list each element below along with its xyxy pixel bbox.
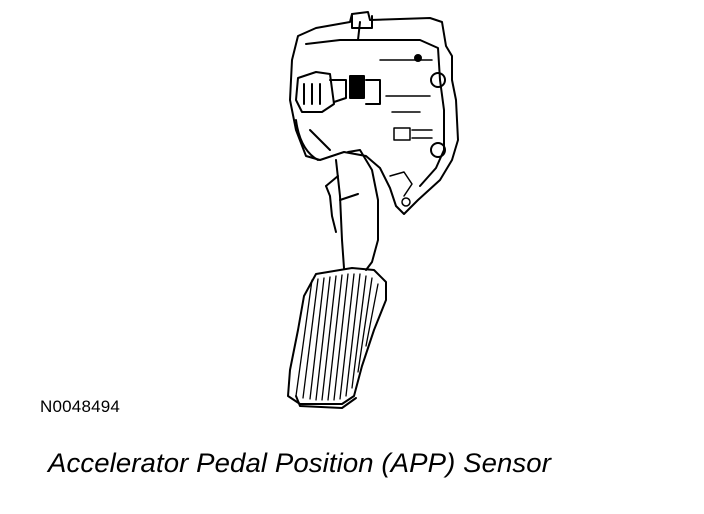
mounting-holes — [414, 54, 446, 158]
sensor-housing — [289, 11, 459, 215]
pedal-assembly-drawing — [287, 11, 459, 409]
housing-window — [349, 75, 381, 105]
pedal-pad — [287, 267, 387, 409]
housing-detail-lines — [379, 59, 433, 207]
figure-reference-code: N0048494 — [40, 397, 121, 416]
pedal-pad-ribs — [295, 273, 379, 401]
electrical-connector — [295, 71, 347, 113]
pedal-arm — [325, 149, 379, 271]
figure-caption: Accelerator Pedal Position (APP) Sensor — [48, 448, 552, 478]
